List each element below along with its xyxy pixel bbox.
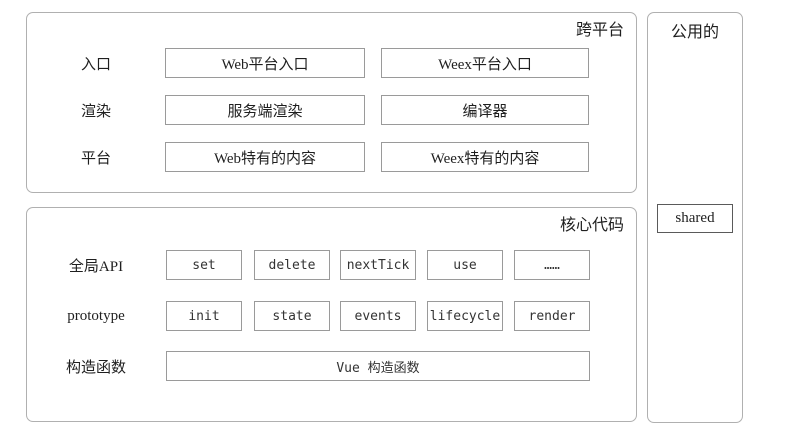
box-web-specific-content: Web特有的内容 <box>165 142 365 172</box>
box-compiler: 编译器 <box>381 95 589 125</box>
panel-cross-platform: 跨平台 入口 Web平台入口 Weex平台入口 渲染 服务端渲染 编译器 平台 … <box>26 12 637 193</box>
panel-title-cross-platform: 跨平台 <box>575 22 624 39</box>
row-label-entry: 入口 <box>80 56 111 73</box>
box-init: init <box>166 301 242 331</box>
box-server-side-render: 服务端渲染 <box>165 95 365 125</box>
box-set: set <box>166 250 242 280</box>
row-platform: 平台 Web特有的内容 Weex特有的内容 <box>27 142 636 172</box>
box-delete: delete <box>254 250 330 280</box>
box-nexttick: nextTick <box>340 250 416 280</box>
panel-core-code: 核心代码 全局API set delete nextTick use …… pr… <box>26 207 637 422</box>
box-shared: shared <box>657 204 733 233</box>
box-weex-platform-entry: Weex平台入口 <box>381 48 589 78</box>
box-web-platform-entry: Web平台入口 <box>165 48 365 78</box>
row-label-render: 渲染 <box>80 103 111 120</box>
box-weex-specific-content: Weex特有的内容 <box>381 142 589 172</box>
box-events: events <box>340 301 416 331</box>
box-use: use <box>427 250 503 280</box>
box-state: state <box>254 301 330 331</box>
panel-title-shared: 公用的 <box>670 24 719 41</box>
box-vue-constructor: Vue 构造函数 <box>166 351 590 381</box>
row-label-global-api: 全局API <box>68 258 124 275</box>
panel-title-core-code: 核心代码 <box>559 217 624 234</box>
panel-shared: 公用的 shared <box>647 12 743 423</box>
box-render: render <box>514 301 590 331</box>
box-ellipsis: …… <box>514 250 590 280</box>
row-label-prototype: prototype <box>67 307 125 324</box>
row-prototype: prototype init state events lifecycle re… <box>27 301 636 331</box>
row-render: 渲染 服务端渲染 编译器 <box>27 95 636 125</box>
row-global-api: 全局API set delete nextTick use …… <box>27 250 636 280</box>
row-entry: 入口 Web平台入口 Weex平台入口 <box>27 48 636 78</box>
row-label-platform: 平台 <box>80 150 111 167</box>
box-lifecycle: lifecycle <box>427 301 503 331</box>
row-constructor: 构造函数 Vue 构造函数 <box>27 351 636 381</box>
row-label-constructor: 构造函数 <box>65 359 126 376</box>
